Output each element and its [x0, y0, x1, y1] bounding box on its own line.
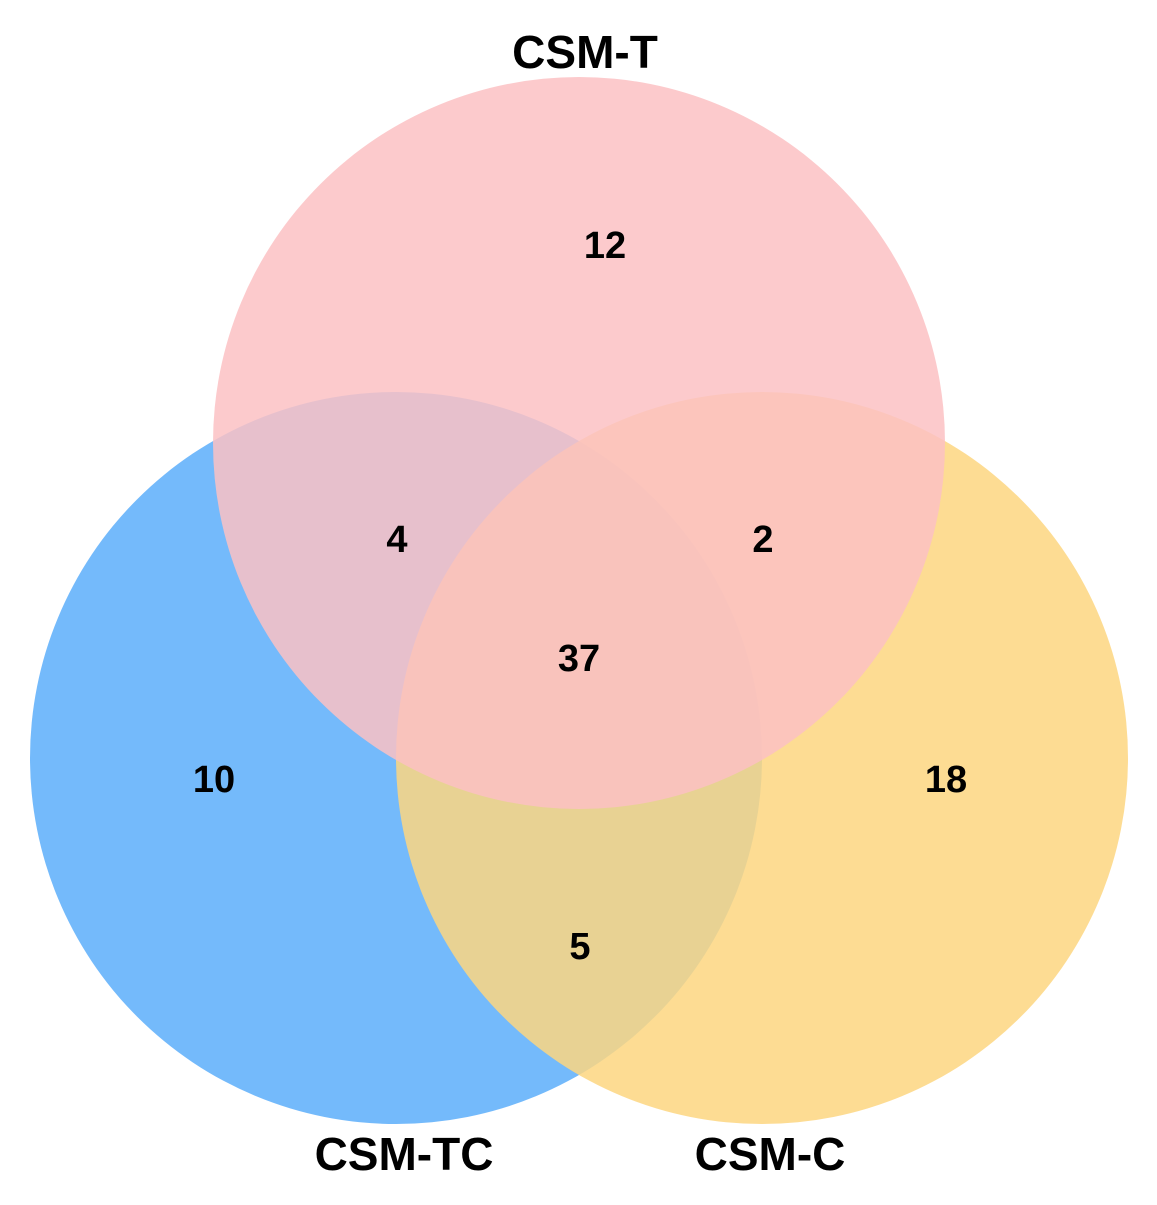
circle-csm-t: [213, 77, 945, 809]
count-tc-only: 10: [193, 759, 235, 801]
count-c-only: 18: [925, 759, 967, 801]
count-t-tc: 4: [386, 519, 407, 561]
count-t-only: 12: [584, 225, 626, 267]
label-csm-tc: CSM-TC: [315, 1128, 494, 1180]
count-tc-c: 5: [569, 926, 590, 968]
count-t-c: 2: [752, 519, 773, 561]
count-all: 37: [558, 638, 600, 680]
label-csm-c: CSM-C: [695, 1128, 846, 1180]
label-csm-t: CSM-T: [512, 26, 658, 78]
